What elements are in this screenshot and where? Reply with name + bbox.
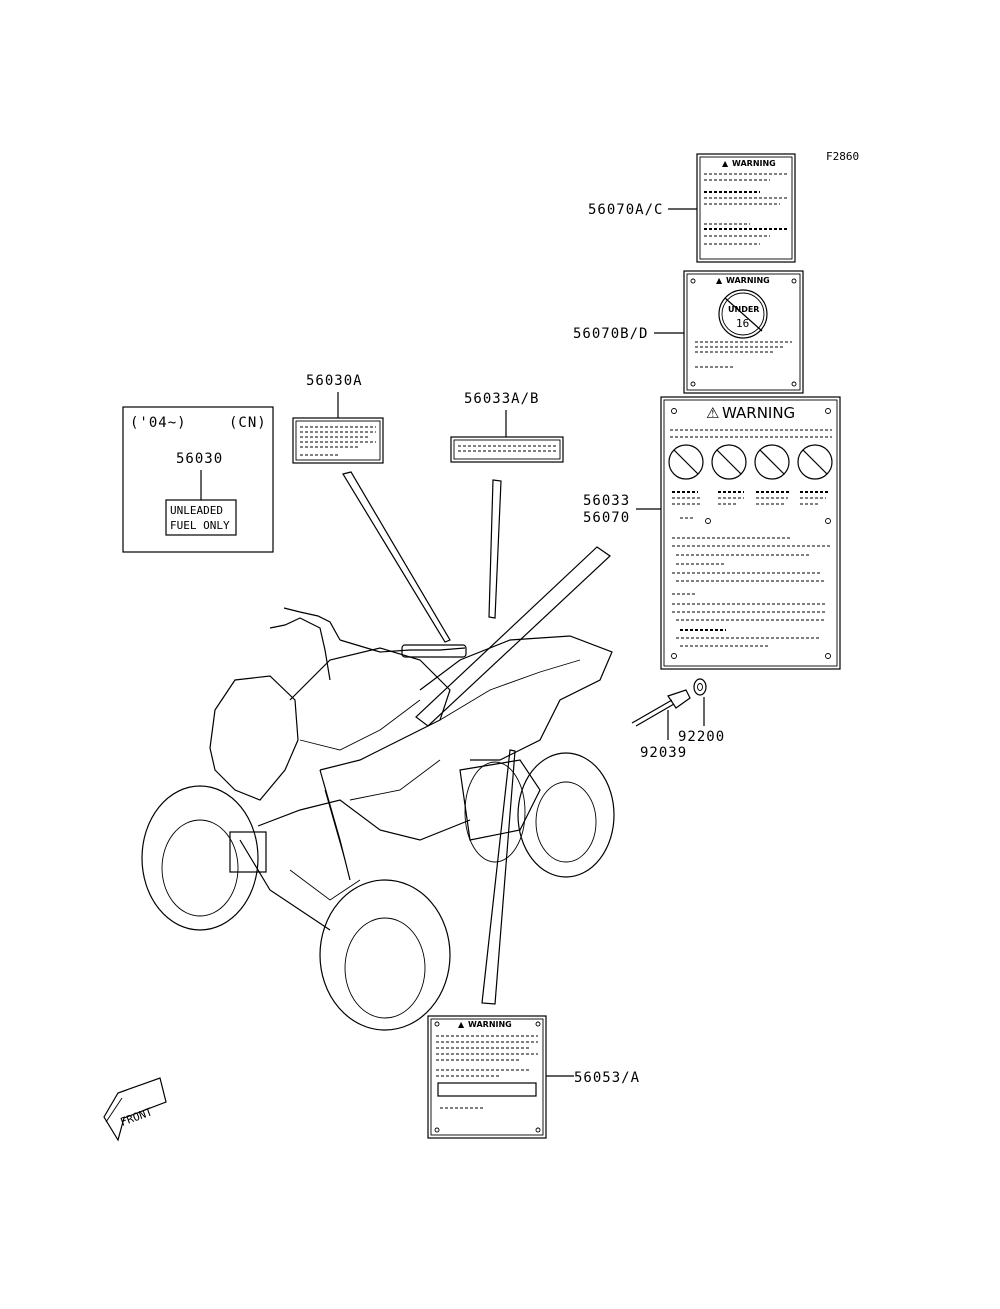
under-16-icon: [718, 289, 768, 339]
inset-year: ('04~): [130, 415, 187, 431]
part-label-56070ac: 56070A/C: [588, 202, 663, 218]
part-label-56070: 56070: [583, 510, 630, 526]
decal-line-2: FUEL ONLY: [170, 519, 230, 532]
warning-text-2: WARNING: [726, 276, 770, 285]
age-text: 16: [736, 317, 749, 330]
part-label-56070bd: 56070B/D: [573, 326, 648, 342]
label-56070ac: ▲ WARNING: [696, 153, 796, 263]
part-label-56033ab: 56033A/B: [464, 391, 539, 407]
label-56030a: [292, 417, 384, 464]
inset-box-cn: ('04~) (CN) 56030 UNLEADED FUEL ONLY: [122, 406, 274, 553]
front-label: FRONT: [119, 1105, 155, 1129]
label-56053a: ▲ WARNING: [427, 1015, 547, 1139]
part-label-92039: 92039: [640, 745, 687, 761]
no-passenger-icon: [668, 444, 704, 480]
part-label-56030a: 56030A: [306, 373, 363, 389]
figure-code: F2860: [826, 150, 859, 163]
label-56070bd: ▲ WARNING UNDER 16: [683, 270, 804, 394]
svg-text:⚠: ⚠: [706, 404, 719, 422]
atv-illustration: [141, 607, 615, 1031]
inset-region: (CN): [229, 415, 267, 431]
no-helmet-icon: [797, 444, 833, 480]
part-label-92200: 92200: [678, 729, 725, 745]
part-label-56030: 56030: [176, 451, 223, 467]
part-label-56053a: 56053/A: [574, 1070, 640, 1086]
warning-text-4: WARNING: [468, 1020, 512, 1029]
washer-92200: [693, 678, 707, 726]
rivet-92039: [631, 689, 691, 740]
svg-text:▲: ▲: [716, 276, 723, 285]
part-label-56033: 56033: [583, 493, 630, 509]
warning-text-3: WARNING: [722, 404, 795, 422]
front-arrow-icon: FRONT: [103, 1077, 167, 1142]
svg-text:▲: ▲: [458, 1020, 465, 1029]
label-56033-56070: ⚠ WARNING: [660, 396, 841, 670]
svg-text:▲: ▲: [722, 159, 729, 168]
under-text: UNDER: [728, 305, 759, 314]
no-drugs-icon: [711, 444, 747, 480]
unleaded-decal: [165, 499, 237, 536]
placement-pointers: [342, 471, 611, 1005]
no-paved-roads-icon: [754, 444, 790, 480]
label-56033ab: [450, 436, 564, 463]
decal-line-1: UNLEADED: [170, 504, 223, 517]
warning-text: WARNING: [732, 159, 776, 168]
